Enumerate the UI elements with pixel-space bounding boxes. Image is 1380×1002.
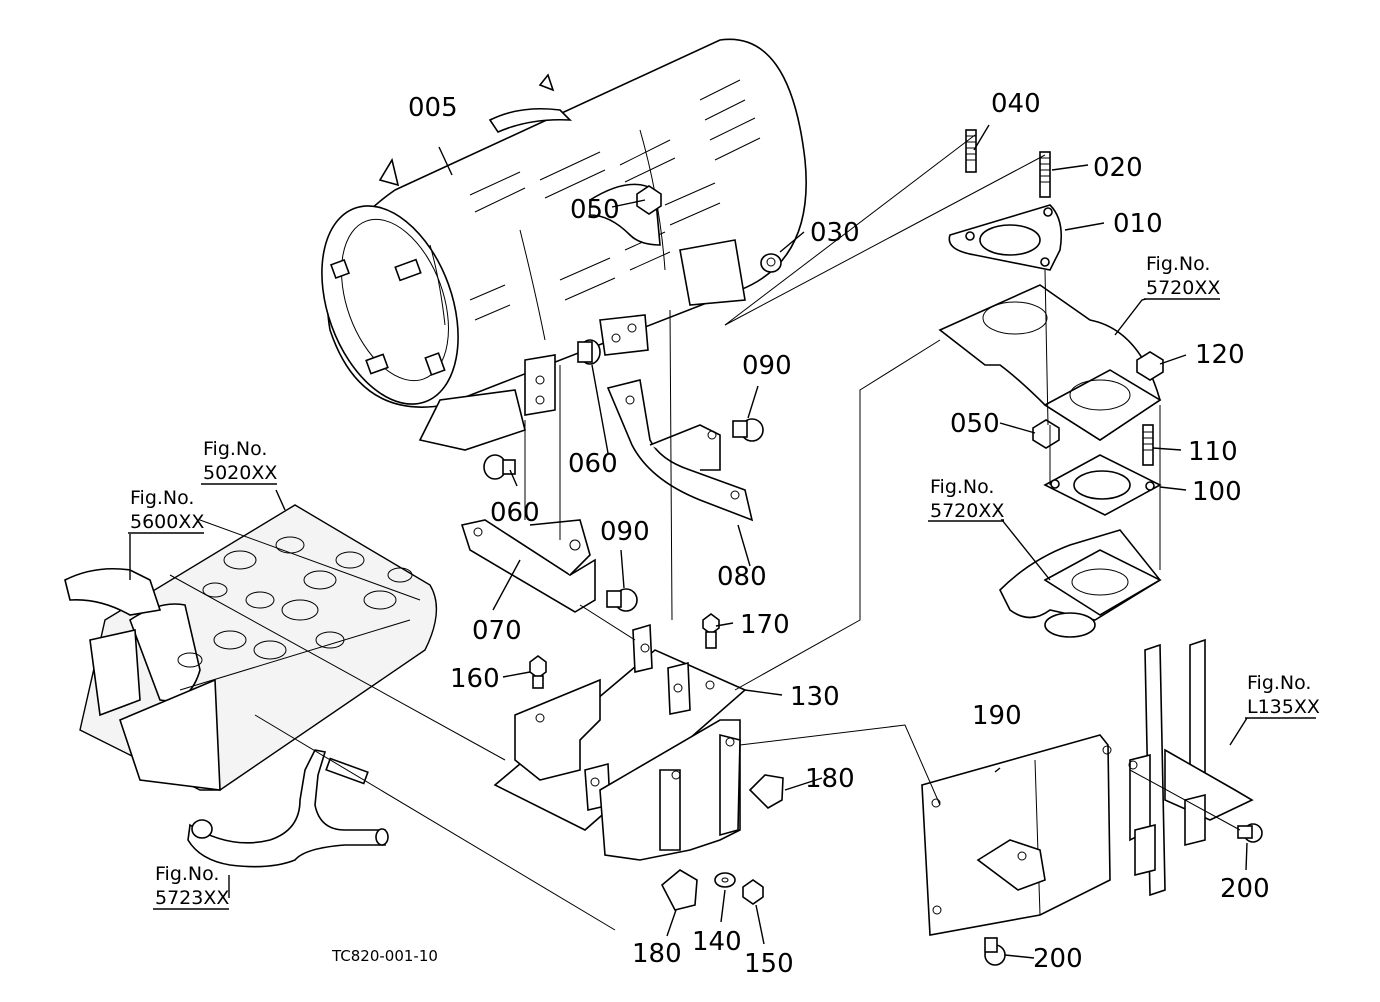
figure-references: Fig.No. 5720XX Fig.No. 5720XX Fig.No. 50… [128,253,1320,910]
gasket-010[interactable] [948,204,1063,271]
bolt-170[interactable] [702,613,720,649]
bolt-200-right[interactable] [1237,823,1263,843]
label-180-right[interactable]: 180 [805,764,855,794]
mounting-bracket-130[interactable] [493,623,747,861]
part-number-labels: 005 040 020 050 010 030 120 090 050 110 … [408,89,1270,979]
flange-nut-050-upper[interactable] [636,185,662,215]
bolt-060-lower[interactable] [483,454,516,480]
cylinder-head[interactable] [64,504,438,791]
fig-ref-5600[interactable]: Fig.No. 5600XX [128,487,204,534]
bolt-200-bottom[interactable] [984,937,1006,966]
nut-150[interactable] [742,879,764,905]
clip-nut-180-bottom[interactable] [660,869,698,911]
svg-text:Fig.No.: Fig.No. [203,438,267,460]
clip-nut-180-right[interactable] [748,774,784,809]
bracket-070[interactable] [460,519,596,613]
label-180-bottom[interactable]: 180 [632,939,682,969]
label-120[interactable]: 120 [1195,340,1245,370]
label-200-bottom[interactable]: 200 [1033,944,1083,974]
label-050-lower[interactable]: 050 [950,409,1000,439]
label-010[interactable]: 010 [1113,209,1163,239]
gasket-100[interactable] [1043,454,1162,516]
label-100[interactable]: 100 [1192,477,1242,507]
bolt-060-upper[interactable] [577,339,601,365]
svg-text:Fig.No.: Fig.No. [1247,672,1311,694]
flange-nut-120[interactable] [1136,351,1164,381]
svg-text:Fig.No.: Fig.No. [930,476,994,498]
bolt-160[interactable] [529,655,547,689]
svg-text:L135XX: L135XX [1247,696,1320,718]
cover-plate-190[interactable] [921,734,1112,936]
svg-text:5720XX: 5720XX [930,500,1004,522]
fig-ref-5720-mid[interactable]: Fig.No. 5720XX [928,476,1004,522]
label-060-upper[interactable]: 060 [568,449,618,479]
label-005[interactable]: 005 [408,93,458,123]
fig-ref-5020[interactable]: Fig.No. 5020XX [201,438,277,485]
bolt-090-upper[interactable] [732,418,764,442]
label-070[interactable]: 070 [472,616,522,646]
label-030[interactable]: 030 [810,218,860,248]
label-160[interactable]: 160 [450,664,500,694]
washer-140[interactable] [714,872,736,888]
stud-110[interactable] [1142,424,1154,466]
exhaust-elbow-pipe[interactable] [938,284,1162,441]
svg-text:5723XX: 5723XX [155,887,229,909]
label-170[interactable]: 170 [740,610,790,640]
nut-030[interactable] [760,253,782,273]
svg-text:Fig.No.: Fig.No. [130,487,194,509]
fig-ref-5723[interactable]: Fig.No. 5723XX [153,863,229,910]
stud-040[interactable] [965,129,977,173]
label-140[interactable]: 140 [692,927,742,957]
dpf-muffler-assembly[interactable] [297,38,807,451]
bracket-080[interactable] [606,379,754,522]
label-040[interactable]: 040 [991,89,1041,119]
svg-text:5600XX: 5600XX [130,511,204,533]
label-090-upper[interactable]: 090 [742,351,792,381]
bolt-090-lower[interactable] [606,588,638,612]
frame-structure[interactable] [1128,638,1254,897]
label-080[interactable]: 080 [717,562,767,592]
label-130[interactable]: 130 [790,682,840,712]
label-150[interactable]: 150 [744,949,794,979]
label-200-right[interactable]: 200 [1220,874,1270,904]
label-020[interactable]: 020 [1093,153,1143,183]
label-190[interactable]: 190 [972,701,1022,731]
svg-text:Fig.No.: Fig.No. [155,863,219,885]
label-050-upper[interactable]: 050 [570,195,620,225]
label-110[interactable]: 110 [1188,437,1238,467]
flange-nut-050-lower[interactable] [1032,419,1060,449]
lower-exhaust-pipe[interactable] [999,529,1162,638]
fig-ref-l135[interactable]: Fig.No. L135XX [1245,672,1320,719]
svg-text:5020XX: 5020XX [203,462,277,484]
label-060-lower[interactable]: 060 [490,498,540,528]
diagram-code: TC820-001-10 [331,947,438,965]
fig-ref-5720-top[interactable]: Fig.No. 5720XX [1144,253,1220,300]
stud-020[interactable] [1039,151,1051,198]
label-090-lower[interactable]: 090 [600,517,650,547]
svg-text:5720XX: 5720XX [1146,277,1220,299]
coolant-hose-pipe[interactable] [187,749,389,868]
svg-text:Fig.No.: Fig.No. [1146,253,1210,275]
